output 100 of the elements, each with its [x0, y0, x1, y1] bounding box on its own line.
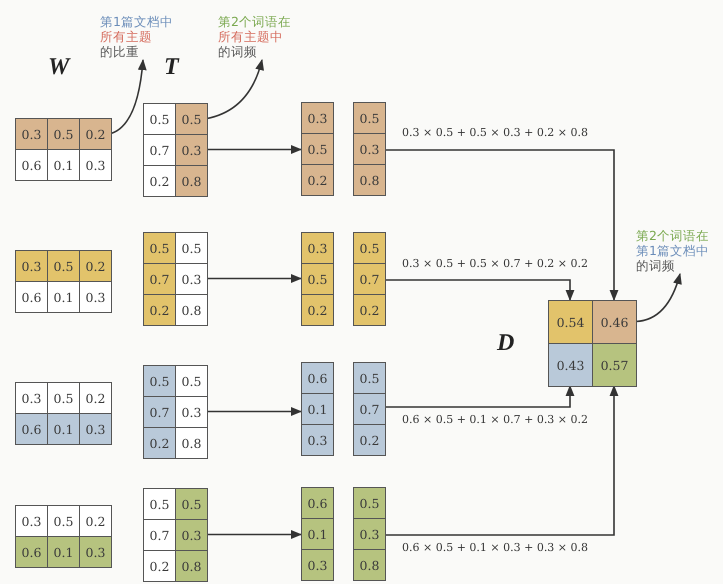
annotation-text: 所有主题中: [218, 29, 284, 44]
arrow: [207, 530, 302, 539]
number-cell: 0.54: [548, 300, 593, 344]
matrix-name: W: [48, 54, 70, 81]
matrix: [15, 118, 111, 180]
number-cell: 0.5: [301, 133, 334, 165]
number-cell: 0.5: [47, 118, 80, 150]
annotation-text: 第1篇文档中: [100, 14, 174, 29]
matrix: [353, 362, 385, 455]
number-cell: 0.2: [353, 424, 386, 456]
number-cell: 0.5: [353, 102, 386, 134]
number-cell: 0.2: [353, 294, 386, 326]
curved-arrow: [206, 58, 264, 120]
number-cell: 0.43: [548, 343, 593, 387]
number-cell: 0.5: [175, 103, 208, 135]
number-cell: 0.5: [143, 232, 176, 264]
number-cell: 0.3: [15, 382, 48, 414]
number-cell: 0.1: [47, 149, 80, 181]
number-cell: 0.3: [79, 413, 112, 445]
number-cell: 0.3: [175, 134, 208, 166]
matrix: [301, 362, 333, 455]
number-cell: 0.3: [301, 232, 334, 264]
number-cell: 0.8: [353, 549, 386, 581]
number-cell: 0.5: [47, 250, 80, 282]
number-cell: 0.5: [353, 232, 386, 264]
matrix: [143, 103, 207, 196]
number-cell: 0.6: [15, 281, 48, 313]
annotation-text: 的词频: [218, 44, 258, 59]
matrix-name: T: [164, 54, 179, 81]
number-cell: 0.5: [353, 362, 386, 394]
number-cell: 0.8: [175, 427, 208, 459]
number-cell: 0.46: [592, 300, 637, 344]
number-cell: 0.5: [301, 263, 334, 295]
number-cell: 0.5: [143, 488, 176, 520]
number-cell: 0.5: [47, 382, 80, 414]
number-cell: 0.3: [301, 102, 334, 134]
number-cell: 0.2: [143, 165, 176, 197]
number-cell: 0.3: [79, 149, 112, 181]
annotation-text: 第2个词语在: [636, 228, 710, 243]
matrix: [15, 382, 111, 444]
number-cell: 0.6: [15, 149, 48, 181]
number-cell: 0.6: [301, 362, 334, 394]
number-cell: 0.1: [47, 281, 80, 313]
number-cell: 0.5: [353, 487, 386, 519]
number-cell: 0.5: [175, 488, 208, 520]
number-cell: 0.2: [301, 294, 334, 326]
number-cell: 0.2: [143, 550, 176, 582]
number-cell: 0.7: [143, 396, 176, 428]
number-cell: 0.1: [301, 393, 334, 425]
number-cell: 0.5: [47, 505, 80, 537]
arrow: [385, 149, 618, 302]
number-cell: 0.2: [79, 505, 112, 537]
number-cell: 0.3: [15, 250, 48, 282]
number-cell: 0.3: [175, 519, 208, 551]
number-cell: 0.3: [15, 118, 48, 150]
number-cell: 0.8: [175, 165, 208, 197]
number-cell: 0.6: [15, 413, 48, 445]
number-cell: 0.7: [353, 393, 386, 425]
number-cell: 0.3: [301, 424, 334, 456]
number-cell: 0.3: [301, 549, 334, 581]
annotation-text: 第1篇文档中: [636, 243, 710, 258]
number-cell: 0.2: [143, 294, 176, 326]
matrix: [143, 365, 207, 458]
matrix-name: D: [497, 330, 514, 357]
number-cell: 0.8: [353, 164, 386, 196]
arrow: [207, 145, 302, 154]
curved-arrow: [636, 272, 682, 322]
formula-label: 0.3 × 0.5 + 0.5 × 0.3 + 0.2 × 0.8: [400, 126, 590, 139]
matrix: [15, 505, 111, 567]
number-cell: 0.57: [592, 343, 637, 387]
number-cell: 0.8: [175, 294, 208, 326]
number-cell: 0.5: [175, 232, 208, 264]
number-cell: 0.8: [175, 550, 208, 582]
matrix: [353, 102, 385, 195]
number-cell: 0.3: [79, 281, 112, 313]
number-cell: 0.7: [143, 263, 176, 295]
number-cell: 0.1: [47, 536, 80, 568]
number-cell: 0.3: [353, 518, 386, 550]
arrow: [385, 384, 618, 536]
matrix: [301, 232, 333, 325]
matrix: [353, 487, 385, 580]
annotation-text: 第2个词语在: [218, 14, 292, 29]
number-cell: 0.7: [353, 263, 386, 295]
number-cell: 0.7: [143, 134, 176, 166]
matrix: [548, 300, 636, 386]
number-cell: 0.1: [47, 413, 80, 445]
matrix: [301, 102, 333, 195]
number-cell: 0.2: [79, 382, 112, 414]
number-cell: 0.3: [175, 263, 208, 295]
annotation-text: 的词频: [636, 258, 676, 273]
matrix: [301, 487, 333, 580]
number-cell: 0.1: [301, 518, 334, 550]
arrow: [385, 279, 574, 302]
number-cell: 0.7: [143, 519, 176, 551]
formula-label: 0.6 × 0.5 + 0.1 × 0.3 + 0.3 × 0.8: [400, 541, 590, 554]
matrix: [143, 488, 207, 581]
number-cell: 0.5: [143, 365, 176, 397]
matrix: [353, 232, 385, 325]
number-cell: 0.3: [353, 133, 386, 165]
number-cell: 0.2: [79, 118, 112, 150]
